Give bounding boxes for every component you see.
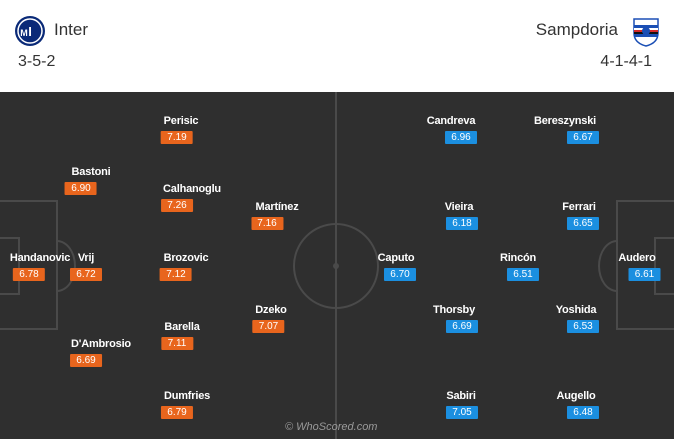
svg-text:I: I [28,24,32,39]
player-name: Augello [556,390,596,402]
player-name: Dzeko [255,304,287,316]
player-home[interactable]: Brozovic 7.12 [159,252,209,282]
player-rating: 7.05 [446,406,478,419]
player-name: Martínez [255,201,299,213]
player-away[interactable]: Sabiri 7.05 [444,390,478,420]
player-name: Bastoni [71,166,111,178]
player-rating: 7.26 [160,199,193,212]
center-circle [293,223,379,309]
watermark: © WhoScored.com [285,421,378,433]
player-name: Caputo [377,252,415,264]
player-away[interactable]: Yoshida 6.53 [553,304,599,334]
player-rating: 6.79 [161,406,193,419]
player-name: Handanovic [9,252,71,264]
player-name: Ferrari [562,201,596,213]
player-away[interactable]: Vieira 6.18 [440,201,478,231]
player-rating: 6.67 [567,131,599,144]
player-name: Rincón [499,252,537,264]
pitch: Handanovic 6.78 Vrij 6.72 Bastoni 6.90 D… [0,92,674,439]
player-name: Bereszynski [533,115,596,127]
player-away[interactable]: Ferrari 6.65 [559,201,599,231]
player-rating: 7.16 [251,217,283,230]
away-penalty-box [616,200,674,330]
player-home[interactable]: Dzeko 7.07 [252,304,287,334]
player-home[interactable]: Dumfries 6.79 [161,390,211,420]
player-rating: 7.19 [161,131,193,144]
player-rating: 7.11 [160,337,193,350]
player-rating: 6.78 [12,268,45,281]
away-formation: 4-1-4-1 [600,53,652,70]
player-rating: 6.72 [70,268,102,281]
away-goal-box [654,237,674,295]
player-name: Thorsby [433,304,475,316]
player-away[interactable]: Audero 6.61 [614,252,661,282]
player-away[interactable]: Augello 6.48 [553,390,599,420]
player-away[interactable]: Caputo 6.70 [376,252,416,282]
svg-text:M: M [20,28,28,38]
player-name: D'Ambrosio [71,338,131,350]
match-header: I M Inter 3-5-2 Sampdoria 4-1-4-1 [0,0,674,92]
player-away[interactable]: Rincón 6.51 [497,252,539,282]
player-name: Brozovic [163,252,209,264]
player-rating: 7.12 [159,268,192,281]
inter-crest-icon: I M [15,16,45,46]
home-formation: 3-5-2 [18,53,56,70]
player-rating: 6.53 [567,320,599,333]
player-rating: 6.69 [70,354,102,367]
player-rating: 6.61 [628,268,661,281]
player-home[interactable]: Perisic 7.19 [161,115,199,145]
player-rating: 6.65 [567,217,599,230]
player-name: Vieira [444,201,474,213]
player-rating: 6.70 [384,268,416,281]
player-rating: 6.48 [567,406,599,419]
center-spot [333,263,339,269]
player-rating: 6.69 [446,320,478,333]
player-away[interactable]: Candreva 6.96 [425,115,477,145]
player-home[interactable]: Barella 7.11 [160,321,200,351]
player-rating: 6.18 [446,217,478,230]
player-rating: 6.90 [65,182,97,195]
player-away[interactable]: Thorsby 6.69 [430,304,478,334]
player-home[interactable]: D'Ambrosio 6.69 [70,338,131,368]
player-name: Calhanoglu [163,183,221,195]
player-home[interactable]: Martínez 7.16 [251,201,299,231]
player-name: Sabiri [446,390,476,402]
player-home[interactable]: Bastoni 6.90 [65,166,111,196]
player-rating: 6.96 [445,131,477,144]
sampdoria-crest-icon [633,18,659,47]
player-name: Candreva [426,115,476,127]
away-team-name: Sampdoria [535,20,618,39]
player-name: Barella [164,321,200,333]
player-name: Perisic [163,115,199,127]
player-home[interactable]: Calhanoglu 7.26 [160,183,221,213]
player-rating: 7.07 [252,320,285,333]
home-goal-box [0,237,20,295]
player-name: Vrij [77,252,95,264]
home-team-name: Inter [54,20,89,39]
player-rating: 6.51 [507,268,539,281]
player-name: Dumfries [163,390,211,402]
player-away[interactable]: Bereszynski 6.67 [531,115,599,145]
player-name: Audero [618,252,656,264]
player-home[interactable]: Handanovic 6.78 [10,252,70,282]
player-name: Yoshida [555,304,597,316]
player-home[interactable]: Vrij 6.72 [70,252,102,282]
